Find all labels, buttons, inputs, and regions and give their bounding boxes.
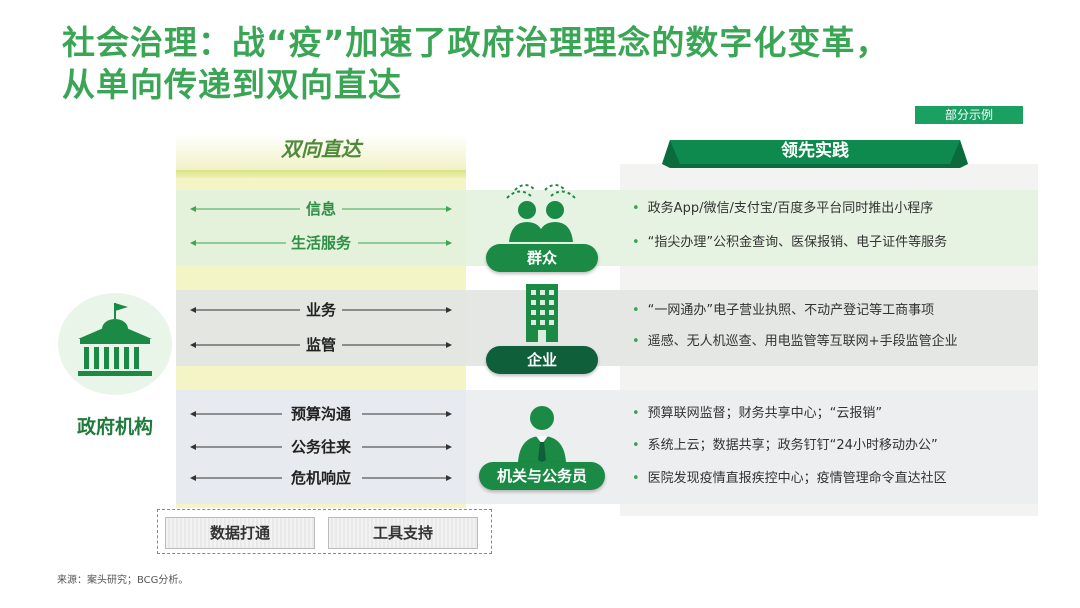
foundations-box: 数据打通 工具支持 — [157, 509, 492, 554]
practice-item: •政务App/微信/支付宝/百度多平台同时推出小程序 — [632, 201, 934, 216]
band-public — [176, 190, 466, 266]
group-label: 群众 — [486, 244, 598, 272]
channel-row: 公务往来 — [190, 437, 452, 457]
foundation-data: 数据打通 — [165, 517, 315, 549]
practice-item: •医院发现疫情直报疾控中心；疫情管理命令直达社区 — [632, 471, 947, 486]
government-building-icon — [78, 303, 152, 376]
channel-label: 公务往来 — [290, 438, 351, 456]
channel-label: 危机响应 — [290, 469, 351, 487]
group-label: 企业 — [486, 346, 598, 374]
page-title-line2: 从单向传递到双向直达 — [62, 65, 402, 104]
government-circle — [58, 293, 172, 395]
public-people-icon — [506, 184, 576, 242]
channel-row: 预算沟通 — [190, 404, 452, 424]
group-label: 机关与公务员 — [479, 462, 605, 490]
bidirectional-label: 双向直达 — [176, 134, 466, 170]
government-label: 政府机构 — [76, 416, 153, 438]
channel-label: 监管 — [305, 336, 336, 354]
official-person-icon — [518, 406, 566, 462]
leading-practice-label: 领先实践 — [781, 141, 849, 161]
practice-item: •“一网通办”电子营业执照、不动产登记等工商事项 — [632, 303, 935, 318]
practice-item: •预算联网监督；财务共享中心；“云报销” — [632, 406, 883, 421]
channel-label: 业务 — [305, 301, 336, 319]
channel-row: 信息 — [190, 199, 452, 219]
page-title: 社会治理：战“疫”加速了政府治理理念的数字化变革， 从单向传递到双向直达 — [62, 22, 889, 106]
channel-row: 生活服务 — [190, 233, 452, 253]
enterprise-building-icon — [526, 284, 558, 342]
band-enterprise — [176, 290, 466, 366]
page-title-line1: 社会治理：战“疫”加速了政府治理理念的数字化变革， — [62, 23, 890, 62]
foundation-tools: 工具支持 — [328, 517, 478, 549]
channel-label: 生活服务 — [290, 234, 351, 252]
channel-label: 预算沟通 — [290, 405, 351, 423]
practice-item: •遥感、无人机巡查、用电监管等互联网+手段监管企业 — [632, 334, 958, 349]
partial-example-tag: 部分示例 — [915, 106, 1023, 124]
channel-row: 危机响应 — [190, 468, 452, 488]
channel-row: 监管 — [190, 335, 452, 355]
source-note: 来源：案头研究；BCG分析。 — [57, 575, 189, 586]
channel-label: 信息 — [305, 200, 336, 218]
channel-row: 业务 — [190, 300, 452, 320]
leading-practice-ribbon: 领先实践 — [662, 134, 968, 168]
practice-item: •系统上云；数据共享；政务钉钉“24小时移动办公” — [632, 438, 938, 453]
practice-item: •“指尖办理”公积金查询、医保报销、电子证件等服务 — [632, 235, 948, 250]
